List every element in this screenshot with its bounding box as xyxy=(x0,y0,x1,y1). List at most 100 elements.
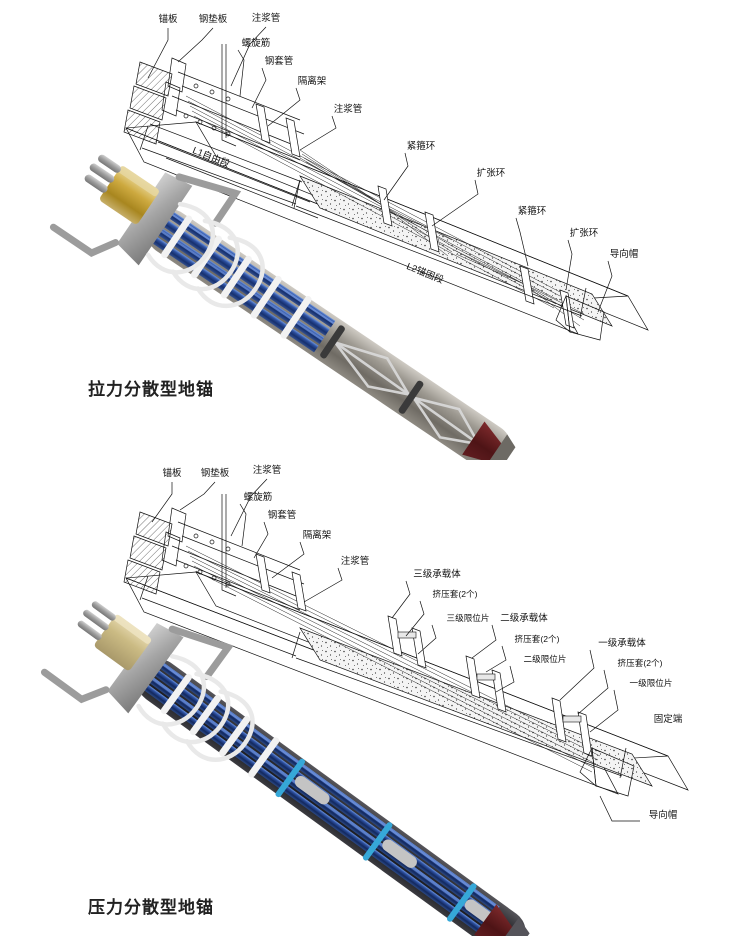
strand-bundle-lines xyxy=(185,95,561,309)
callout-label: 螺旋筋 xyxy=(242,37,271,49)
callout-grouting-pipe-top: 注浆管 xyxy=(230,464,282,537)
callout-label: 三级限位片 xyxy=(447,612,490,623)
anchor-3d-render-pressure xyxy=(40,601,530,936)
anchor-head-3d xyxy=(40,601,234,714)
callouts-figure-2: 锚板 钢垫板 注浆管 螺旋筋 钢套管 隔离架 xyxy=(151,464,683,822)
callout-bearing-body-1: 一级承载体 xyxy=(559,637,646,701)
white-bands xyxy=(160,673,280,778)
callout-spiral-rebar: 螺旋筋 xyxy=(239,491,273,547)
anchor-head-plates xyxy=(123,57,187,145)
callout-label: 紧箍环 xyxy=(518,205,547,217)
hook-bar-back xyxy=(168,625,234,681)
anchor-head-plates xyxy=(123,507,187,595)
callout-guide-cap: 导向帽 xyxy=(597,248,639,313)
callout-label: 挤压套(2个) xyxy=(618,657,663,668)
figure-pressure-dispersed-anchor: 锚板 钢垫板 注浆管 螺旋筋 钢套管 隔离架 xyxy=(0,460,733,936)
bearing-unit-1 xyxy=(551,697,593,757)
callout-anchor-plate: 锚板 xyxy=(147,13,178,79)
callout-label: 导向帽 xyxy=(649,809,678,821)
callout-label: 紧箍环 xyxy=(407,140,436,152)
callout-steel-casing: 钢套管 xyxy=(251,55,294,109)
callout-guide-cap: 导向帽 xyxy=(599,795,678,822)
bearing-unit-3 xyxy=(387,615,427,669)
callout-squeeze-sleeve-1: 挤压套(2个) xyxy=(577,657,663,715)
section-label-l2: L2锚固段 xyxy=(405,260,446,286)
callout-bearing-body-3: 三级承载体 xyxy=(391,568,461,619)
callout-grouting-pipe-mid: 注浆管 xyxy=(303,555,370,603)
callout-steel-bearing-plate: 钢垫板 xyxy=(179,467,230,511)
callout-label: 锚板 xyxy=(162,467,182,479)
tension-unit-1 xyxy=(299,149,453,257)
callout-clamp-ring-1: 紧箍环 xyxy=(383,140,436,201)
callout-label: 注浆管 xyxy=(341,555,370,567)
dimension-lines xyxy=(139,575,627,779)
callout-limit-plate-3: 三级限位片 xyxy=(417,612,490,655)
callout-label: 挤压套(2个) xyxy=(515,633,560,644)
spacer-frames xyxy=(255,553,307,612)
figure-2-caption: 压力分散型地锚 xyxy=(88,898,214,917)
callout-fixed-end: 固定端 xyxy=(654,713,683,725)
callout-label: 三级承载体 xyxy=(413,568,461,580)
callout-label: 注浆管 xyxy=(253,464,282,476)
anchor-3d-render-tension xyxy=(49,154,516,460)
callout-label: 一级限位片 xyxy=(630,677,673,688)
callout-limit-plate-1: 一级限位片 xyxy=(589,677,673,733)
bearing-unit-2 xyxy=(465,655,507,713)
callout-steel-bearing-plate: 钢垫板 xyxy=(177,13,228,63)
callout-clamp-ring-2: 紧箍环 xyxy=(515,205,547,267)
callout-label: 扩张环 xyxy=(477,167,506,179)
callout-label: 注浆管 xyxy=(252,12,281,24)
anchor-head-3d xyxy=(49,154,242,266)
tension-unit-2 xyxy=(451,245,585,329)
figure-1-caption: 拉力分散型地锚 xyxy=(88,380,214,399)
callout-squeeze-sleeve-2: 挤压套(2个) xyxy=(485,633,560,673)
cyan-bands xyxy=(275,758,477,922)
callout-label: 锚板 xyxy=(158,13,178,25)
callout-label: 二级承载体 xyxy=(500,612,548,624)
hook-bar-back xyxy=(175,173,242,227)
callout-label: 钢套管 xyxy=(265,55,294,67)
callout-grouting-pipe-mid: 注浆管 xyxy=(299,103,363,151)
callout-limit-plate-2: 二级限位片 xyxy=(495,653,567,693)
callout-label: 钢垫板 xyxy=(199,13,228,25)
callout-grouting-pipe-top: 注浆管 xyxy=(230,12,281,87)
strand-ends xyxy=(77,601,116,641)
strand-ends xyxy=(84,154,121,193)
callout-spacer-frame: 隔离架 xyxy=(271,529,332,579)
figure-tension-dispersed-anchor: 锚板 钢垫板 注浆管 螺旋筋 钢套管 隔离架 xyxy=(0,0,733,460)
spiral-rebar-3d xyxy=(136,654,255,762)
line-drawing-tension xyxy=(123,44,649,341)
callout-spacer-frame: 隔离架 xyxy=(267,75,327,127)
hook-bar-front xyxy=(40,668,110,704)
figure-2-canvas: 锚板 钢垫板 注浆管 螺旋筋 钢套管 隔离架 xyxy=(0,460,733,936)
callout-label: 二级限位片 xyxy=(524,653,567,664)
hook-bar-front xyxy=(49,223,119,257)
spacer-frames xyxy=(255,103,301,158)
callout-label: 螺旋筋 xyxy=(244,491,273,503)
line-drawing-pressure xyxy=(123,494,689,797)
bearing-bodies-3d xyxy=(294,775,495,925)
svg-text:L2锚固段: L2锚固段 xyxy=(405,260,446,286)
dimension-lines xyxy=(139,125,587,319)
callout-expansion-ring-2: 扩张环 xyxy=(565,227,599,291)
callout-label: 钢套管 xyxy=(268,509,297,521)
callout-steel-casing: 钢套管 xyxy=(253,509,297,559)
callout-label: 隔离架 xyxy=(298,75,327,87)
callout-label: 注浆管 xyxy=(334,103,363,115)
callout-label: 导向帽 xyxy=(610,248,639,260)
callout-bearing-body-2: 二级承载体 xyxy=(471,612,548,659)
callout-label: 固定端 xyxy=(654,713,683,725)
spiral-rebar-3d xyxy=(145,201,265,309)
callout-expansion-ring-1: 扩张环 xyxy=(431,167,506,227)
callout-label: 挤压套(2个) xyxy=(433,588,478,599)
guide-cap-3d xyxy=(474,904,517,936)
callout-squeeze-sleeve-3: 挤压套(2个) xyxy=(405,588,478,637)
casing-detail-marks xyxy=(183,83,231,137)
figure-1-canvas: 锚板 钢垫板 注浆管 螺旋筋 钢套管 隔离架 xyxy=(0,0,733,460)
callout-anchor-plate: 锚板 xyxy=(151,467,182,523)
callout-label: 扩张环 xyxy=(570,227,599,239)
callout-label: 一级承载体 xyxy=(598,637,646,649)
callout-label: 钢垫板 xyxy=(201,467,230,479)
clamp-bands-dark xyxy=(320,325,424,414)
callout-label: 隔离架 xyxy=(303,529,332,541)
